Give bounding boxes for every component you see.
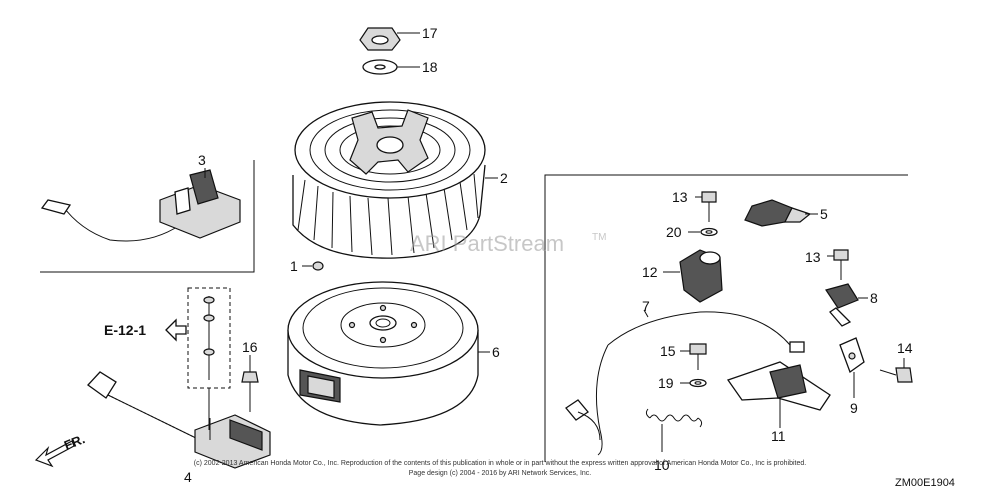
bolt-part-16[interactable] <box>241 355 259 412</box>
ignition-coil-part[interactable] <box>40 168 241 242</box>
callout-12[interactable]: 12 <box>642 264 658 280</box>
watermark-tm: TM <box>592 232 606 243</box>
ground-bracket-part[interactable] <box>825 283 868 327</box>
callout-11[interactable]: 11 <box>771 428 786 444</box>
key-part[interactable] <box>302 261 324 271</box>
callout-13a[interactable]: 13 <box>672 189 688 205</box>
washer-part[interactable] <box>362 59 420 75</box>
screw-part-13b[interactable] <box>827 249 849 280</box>
front-direction-arrow <box>34 440 75 468</box>
copyright-line-1: (c) 2002-2013 American Honda Motor Co., … <box>194 460 806 467</box>
callout-20[interactable]: 20 <box>666 224 682 240</box>
callout-3[interactable]: 3 <box>198 152 206 168</box>
flange-nut-part[interactable] <box>359 27 420 51</box>
callout-19[interactable]: 19 <box>658 375 674 391</box>
callout-17[interactable]: 17 <box>422 25 438 41</box>
spring-part[interactable] <box>645 408 703 452</box>
wire-harness-part[interactable] <box>565 309 805 456</box>
stop-bracket-part[interactable] <box>726 361 831 428</box>
callout-16[interactable]: 16 <box>242 339 258 355</box>
washer-part-19[interactable] <box>680 378 707 388</box>
callout-10[interactable]: 10 <box>654 457 670 473</box>
callout-labels: 17 18 3 2 1 6 16 4 13 5 20 13 12 8 7 15 … <box>184 25 913 485</box>
screw-part-13a[interactable] <box>695 191 717 222</box>
reference-arrow[interactable] <box>165 318 187 342</box>
callout-5[interactable]: 5 <box>820 206 828 222</box>
stop-switch-part[interactable] <box>663 249 723 303</box>
screw-part-15[interactable] <box>680 343 707 370</box>
callout-7[interactable]: 7 <box>642 298 650 314</box>
stop-switch-cover-part[interactable] <box>744 199 818 227</box>
flywheel-part[interactable] <box>287 281 490 426</box>
callout-4[interactable]: 4 <box>184 469 192 485</box>
left-inset-frame <box>40 160 255 273</box>
callout-18[interactable]: 18 <box>422 59 438 75</box>
bracket-part-9[interactable] <box>839 337 865 398</box>
bolt-part-14[interactable] <box>879 358 913 383</box>
callout-13b[interactable]: 13 <box>805 249 821 265</box>
callout-15[interactable]: 15 <box>660 343 676 359</box>
cooling-fan-part[interactable] <box>292 101 498 259</box>
copyright-line-2: Page design (c) 2004 - 2016 by ARI Netwo… <box>409 470 592 477</box>
washer-part-20[interactable] <box>688 227 718 237</box>
direction-label: FR. <box>62 431 87 453</box>
right-inset-frame <box>544 174 908 462</box>
reference-label[interactable]: E-12-1 <box>104 322 146 338</box>
callout-14[interactable]: 14 <box>897 340 913 356</box>
callout-6[interactable]: 6 <box>492 344 500 360</box>
callout-2[interactable]: 2 <box>500 170 508 186</box>
watermark: ARI PartStream <box>410 231 564 256</box>
diagram-code: ZM00E1904 <box>895 477 955 489</box>
callout-1[interactable]: 1 <box>290 258 298 274</box>
callout-8[interactable]: 8 <box>870 290 878 306</box>
spark-coil-part[interactable] <box>87 371 271 469</box>
stud-bolt-box <box>187 287 231 430</box>
callout-9[interactable]: 9 <box>850 400 858 416</box>
